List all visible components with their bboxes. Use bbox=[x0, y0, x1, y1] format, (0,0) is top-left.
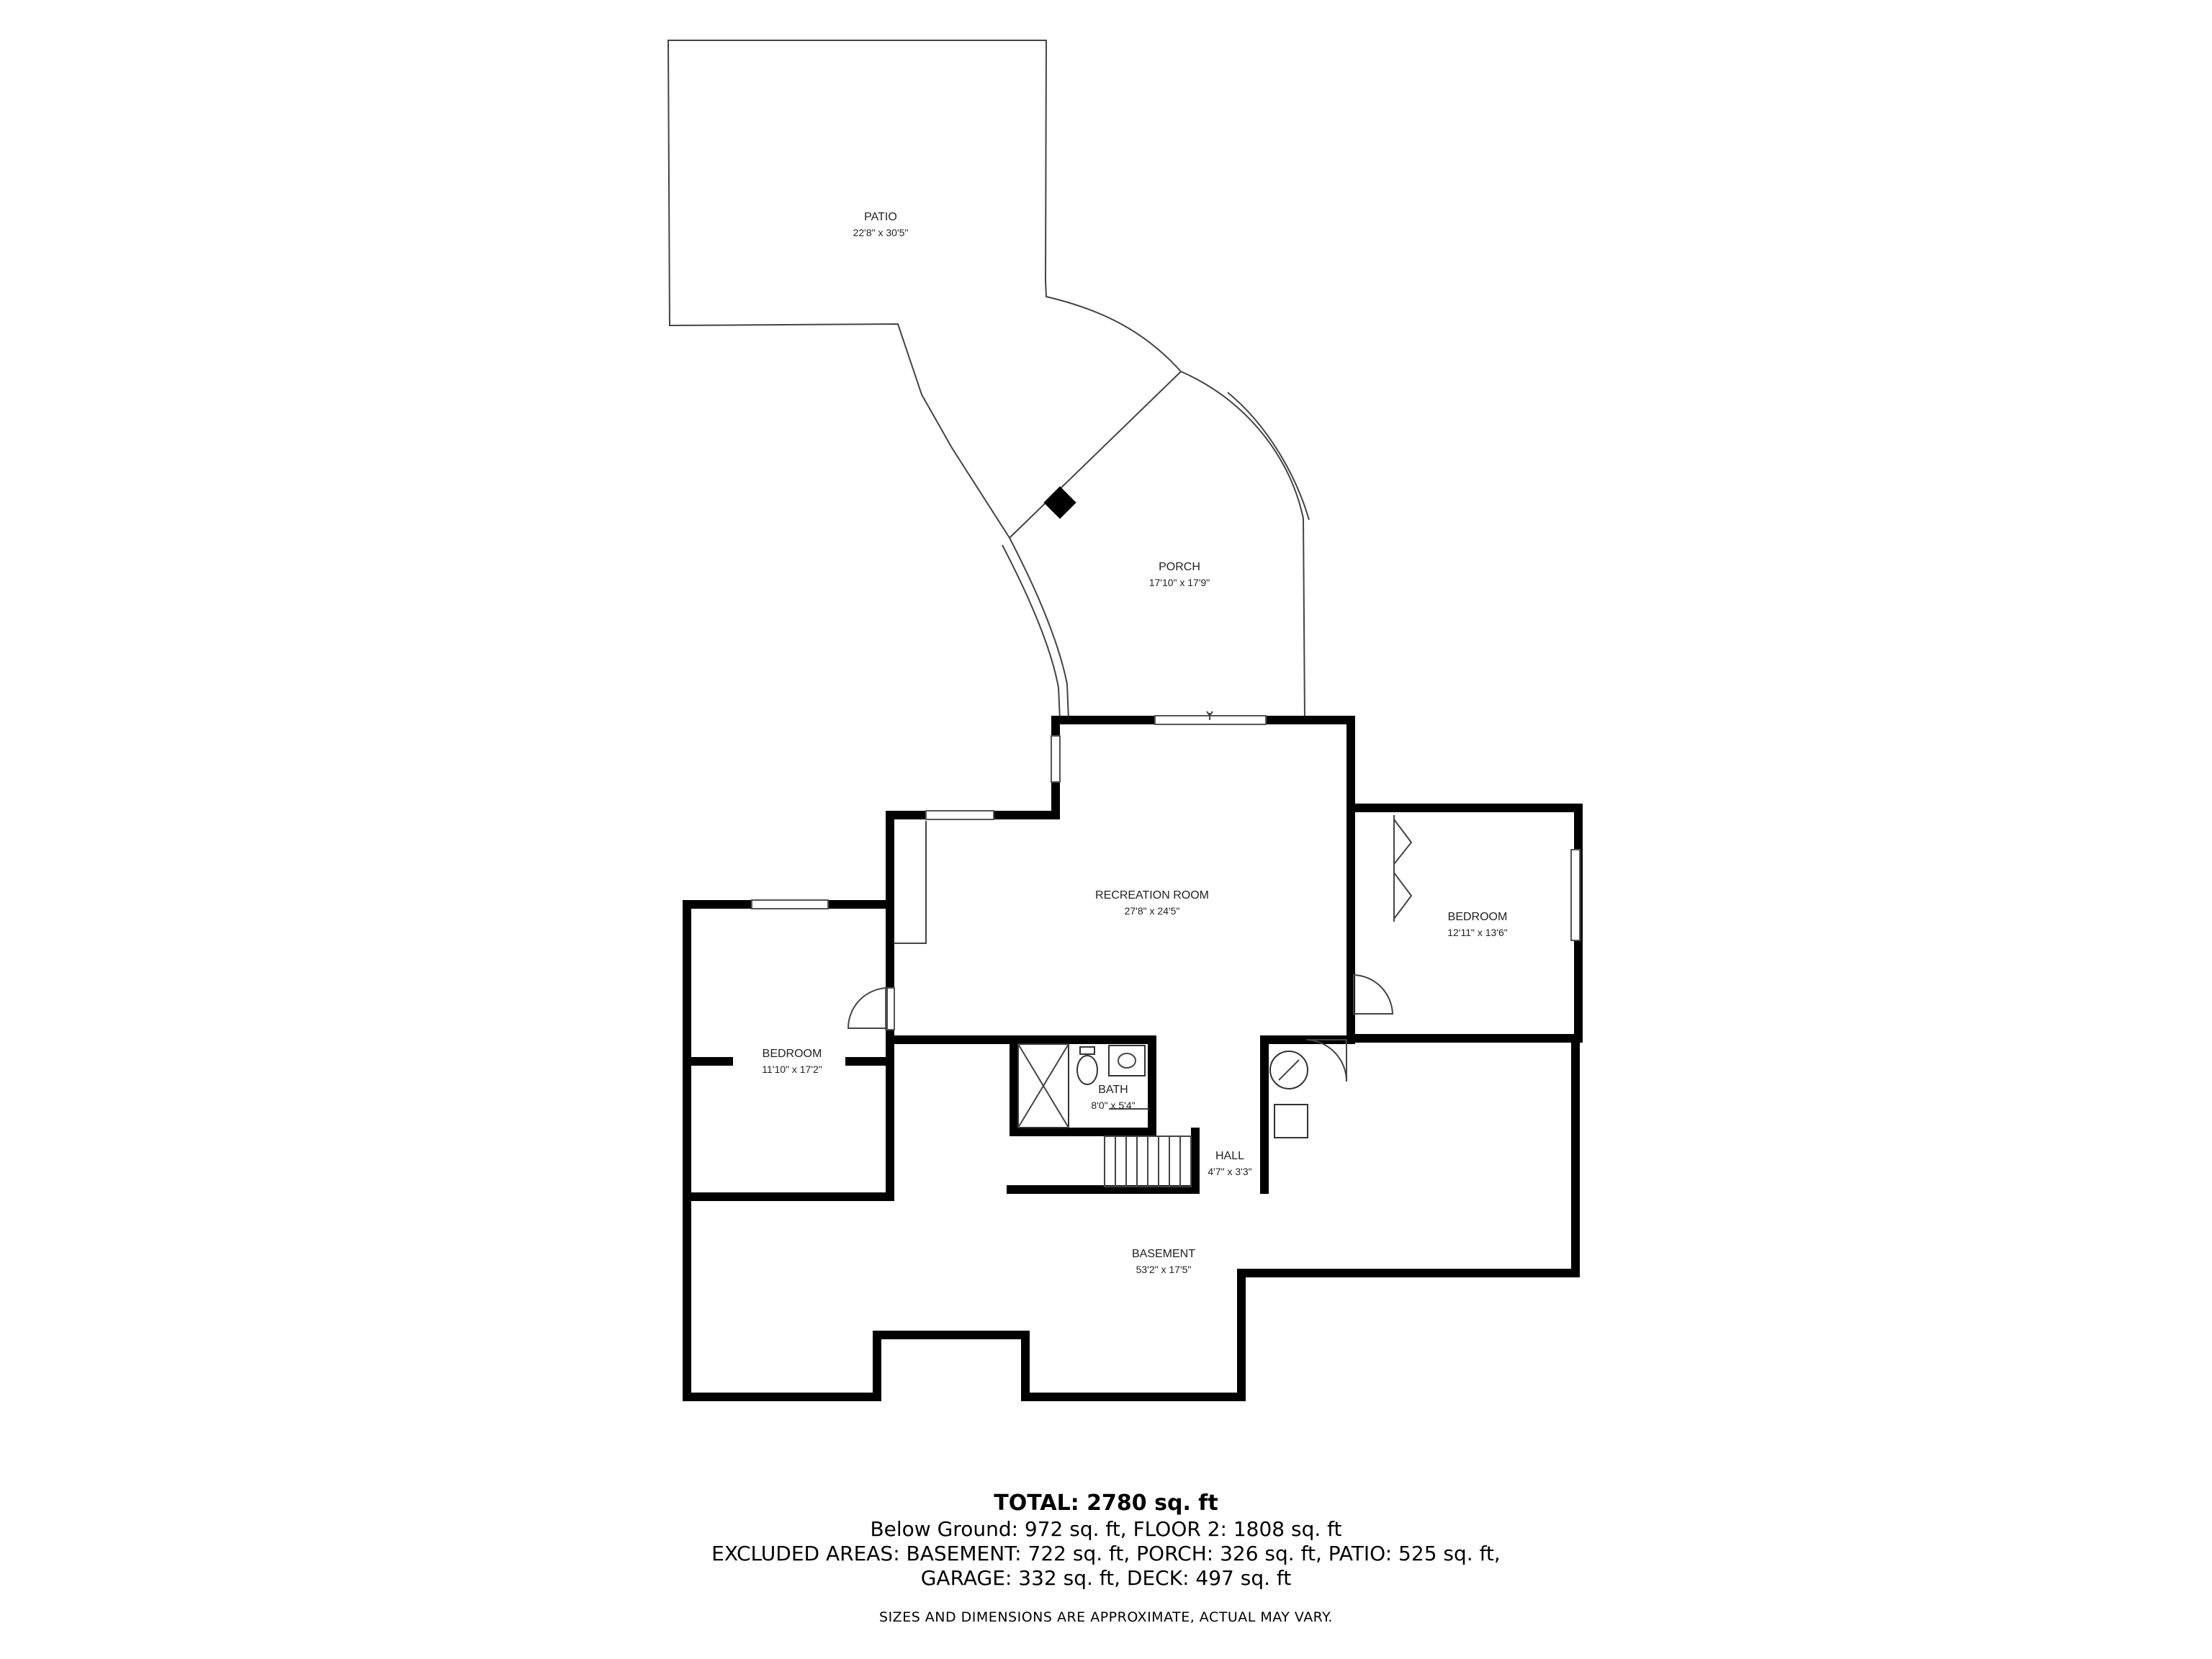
bedroom-east-dims: 12'11" x 13'6" bbox=[1447, 927, 1508, 938]
recreation-room-label: RECREATION ROOM bbox=[1095, 889, 1209, 902]
sink bbox=[1108, 1045, 1146, 1076]
porch-label: PORCH bbox=[1159, 561, 1200, 573]
hall-dims: 4'7" x 3'3" bbox=[1208, 1166, 1251, 1177]
basement-label: BASEMENT bbox=[1132, 1248, 1195, 1260]
hall-label: HALL bbox=[1215, 1150, 1244, 1162]
patio-dims: 22'8" x 30'5" bbox=[853, 227, 909, 238]
bedroom-west-dims: 11'10" x 17'2" bbox=[762, 1064, 822, 1075]
porch-dims: 17'10" x 17'9" bbox=[1149, 577, 1210, 588]
patio-area bbox=[667, 40, 1182, 539]
excluded-areas-continued: GARAGE: 332 sq. ft, DECK: 497 sq. ft bbox=[920, 1565, 1292, 1590]
room-labels: PATIO 22'8" x 30'5" PORCH 17'10" x 17'9"… bbox=[762, 211, 1508, 1275]
furnace bbox=[1274, 1104, 1308, 1138]
excluded-areas: EXCLUDED AREAS: BASEMENT: 722 sq. ft, PO… bbox=[711, 1541, 1501, 1565]
bedroom-east-label: BEDROOM bbox=[1448, 911, 1508, 923]
porch-post bbox=[1043, 486, 1076, 519]
bath-label: BATH bbox=[1098, 1084, 1128, 1096]
mechanical bbox=[1269, 1051, 1308, 1138]
windows bbox=[751, 715, 1581, 1030]
bath-fixtures bbox=[1017, 1043, 1149, 1128]
area-breakdown: Below Ground: 972 sq. ft, FLOOR 2: 1808 … bbox=[870, 1516, 1342, 1541]
porch-area bbox=[1002, 371, 1310, 721]
bath-dims: 8'0" x 5'4" bbox=[1091, 1100, 1135, 1111]
toilet bbox=[1076, 1055, 1098, 1085]
area-summary: TOTAL: 2780 sq. ft Below Ground: 972 sq.… bbox=[0, 1491, 2212, 1626]
rec-counter bbox=[894, 821, 927, 944]
disclaimer: SIZES AND DIMENSIONS ARE APPROXIMATE, AC… bbox=[879, 1609, 1333, 1626]
stairs bbox=[1104, 1136, 1192, 1187]
patio-label: PATIO bbox=[864, 211, 897, 223]
total-area: TOTAL: 2780 sq. ft bbox=[994, 1491, 1218, 1516]
basement-dims: 53'2" x 17'5" bbox=[1136, 1264, 1192, 1275]
bedroom-west-label: BEDROOM bbox=[763, 1048, 822, 1060]
doors bbox=[847, 711, 1413, 1082]
recreation-room-dims: 27'8" x 24'5" bbox=[1125, 905, 1180, 917]
